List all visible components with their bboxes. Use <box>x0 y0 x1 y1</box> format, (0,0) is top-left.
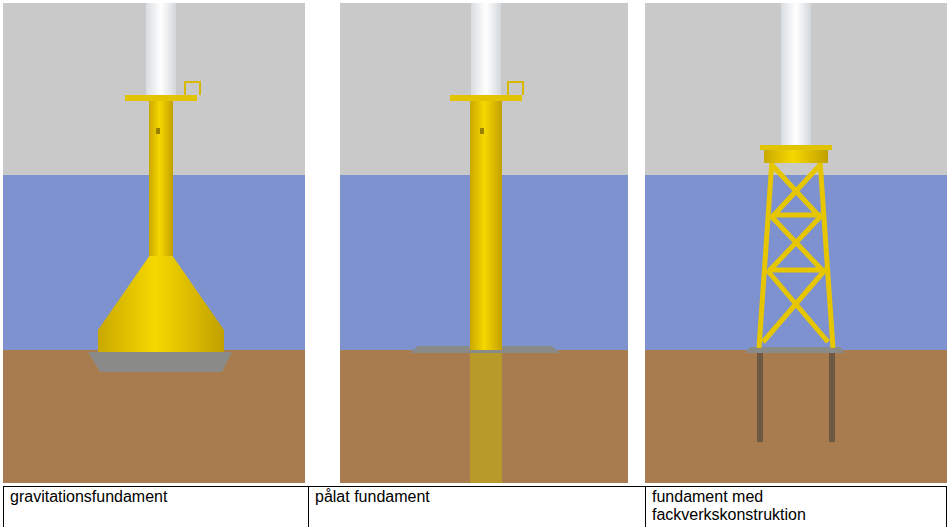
table-cell: fundament med fackverkskonstruktion <box>645 487 947 527</box>
caption-text: gravitationsfundament <box>10 488 300 506</box>
table-cell: gravitationsfundament <box>3 487 308 527</box>
gravity-panel <box>3 3 305 483</box>
jacket-panel <box>645 3 947 483</box>
caption-text: fundament med fackverkskonstruktion <box>652 488 852 524</box>
table-cell: pålat fundament <box>308 487 645 527</box>
caption-text: pålat fundament <box>315 488 635 506</box>
monopile-panel <box>340 3 628 483</box>
foundation-illustration <box>0 0 949 486</box>
caption-table: gravitationsfundament pålat fundament fund… <box>3 486 947 527</box>
